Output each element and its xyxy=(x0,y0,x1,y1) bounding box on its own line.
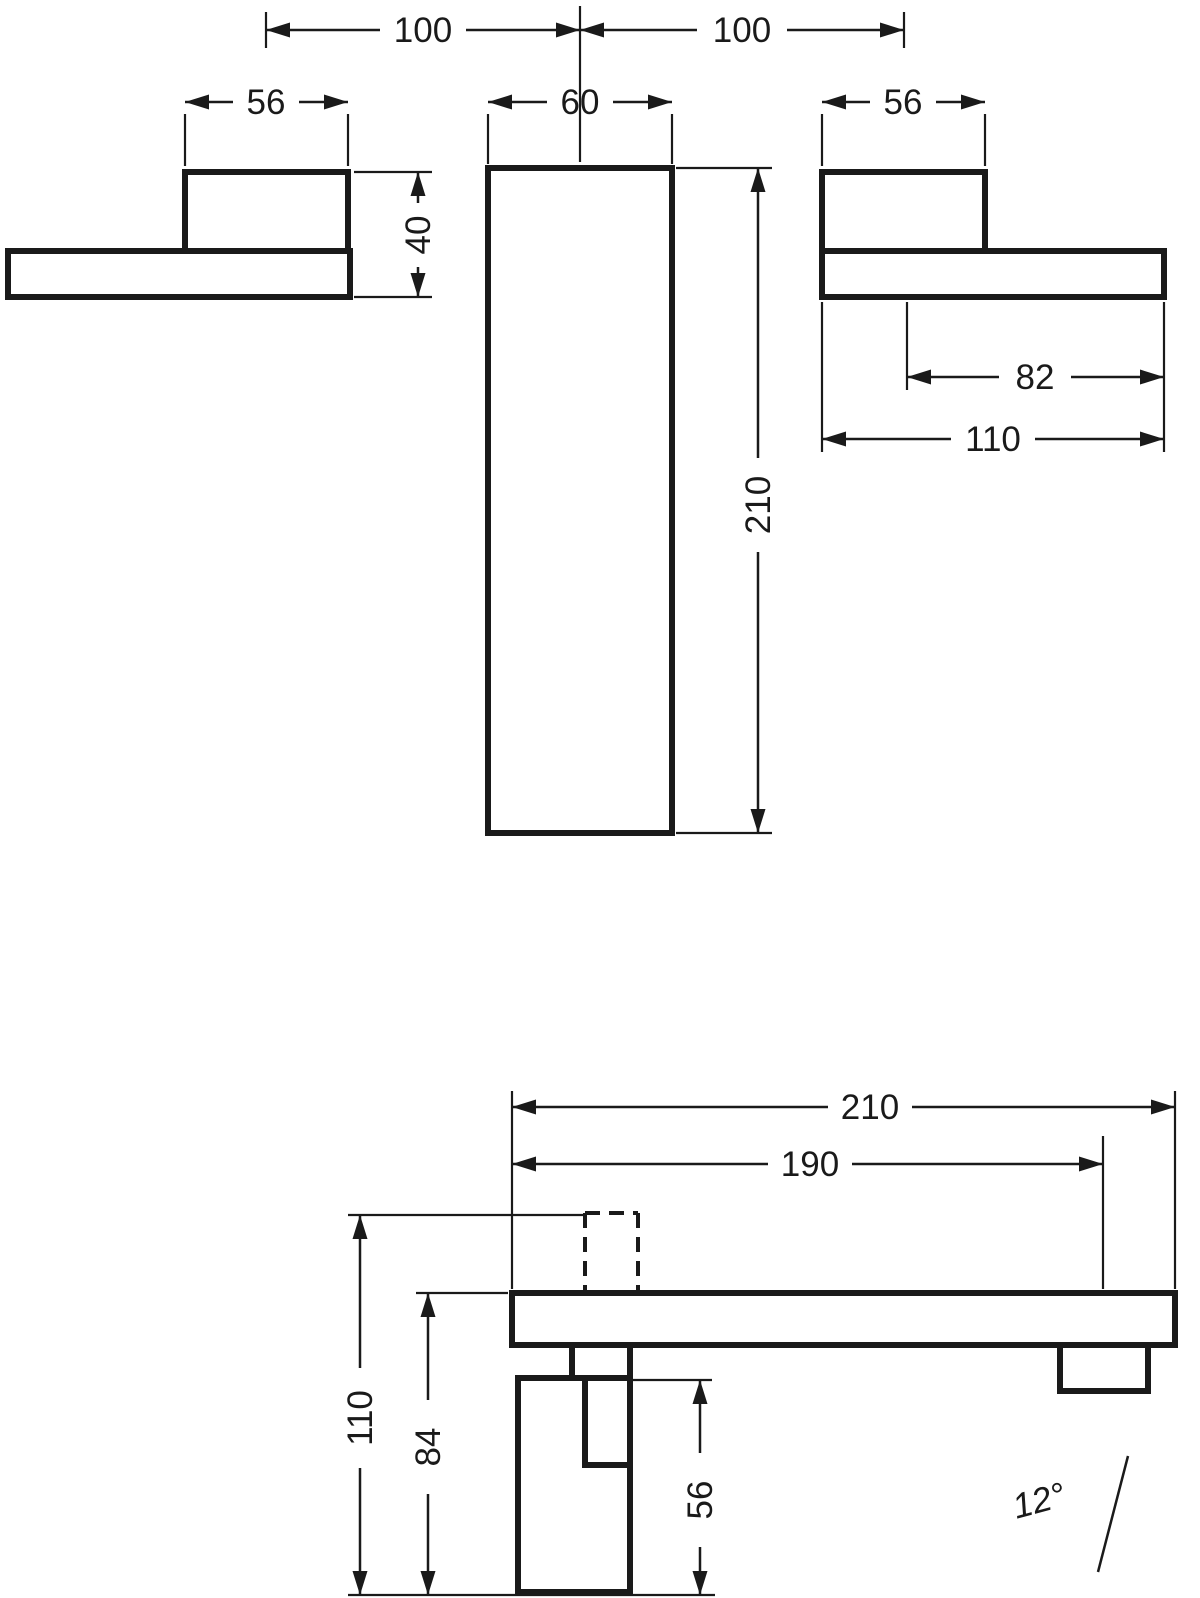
dim-label-spout-reach: 190 xyxy=(781,1145,839,1184)
dim-label-hole-spacing-left: 100 xyxy=(394,11,452,50)
dim-label-spout-angle: 12° xyxy=(1008,1475,1069,1526)
spout-side-outline xyxy=(509,1290,1178,1348)
angle-reference-line xyxy=(1096,1455,1130,1573)
right-handle-lever-outline xyxy=(819,248,1167,300)
dim-label-body-height: 84 xyxy=(409,1428,448,1467)
dim-label-total-depth: 210 xyxy=(841,1088,899,1127)
spout-front-outline xyxy=(485,165,675,836)
dim-label-right-handle-width: 56 xyxy=(884,83,923,122)
dim-label-handle-length: 110 xyxy=(965,420,1021,459)
dim-label-lower-height: 56 xyxy=(681,1481,720,1520)
right-handle-block-outline xyxy=(819,169,988,257)
dim-label-handle-height: 40 xyxy=(399,216,438,255)
front-view: 100 100 56 60 56 40 210 xyxy=(5,6,1167,836)
dim-label-spout-width: 60 xyxy=(561,83,600,122)
side-view: 210 190 110 84 56 12° xyxy=(341,1088,1178,1597)
spout-outlet-outline xyxy=(1057,1342,1151,1394)
valve-body-outline xyxy=(515,1375,633,1595)
dim-label-left-handle-width: 56 xyxy=(247,83,286,122)
valve-body-step-line xyxy=(582,1381,629,1468)
dim-label-spout-height: 210 xyxy=(739,476,778,534)
left-handle-lever-outline xyxy=(5,248,353,300)
dim-label-hole-spacing-right: 100 xyxy=(713,11,771,50)
left-handle-block-outline xyxy=(182,169,351,257)
dim-label-lever-reach: 82 xyxy=(1016,358,1055,397)
dim-label-total-height: 110 xyxy=(341,1390,380,1446)
